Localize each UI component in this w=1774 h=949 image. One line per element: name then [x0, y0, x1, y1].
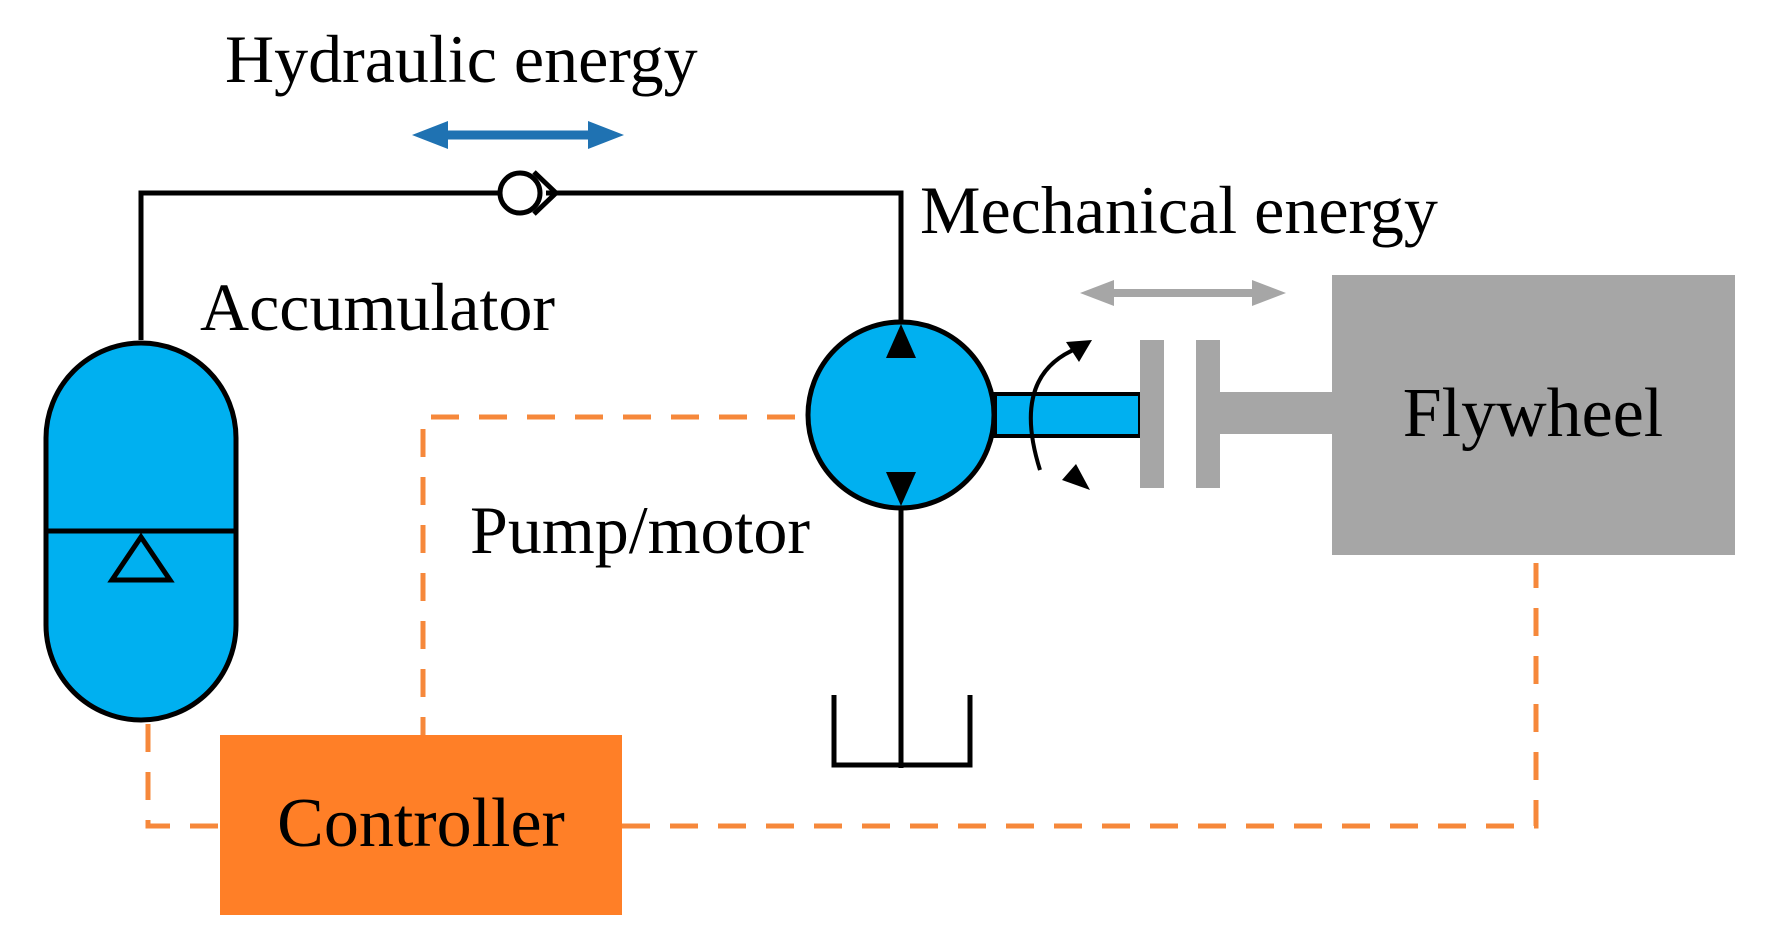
bidirectional-rotation-icon	[1028, 340, 1092, 490]
controller-label: Controller	[277, 785, 565, 862]
tank-icon	[831, 505, 973, 768]
hydraulic-line	[138, 190, 904, 340]
pump-motor-label: Pump/motor	[470, 492, 810, 568]
pump-motor-icon	[805, 319, 997, 511]
control-signal-lines	[145, 414, 1539, 829]
accumulator-label: Accumulator	[200, 269, 555, 345]
controller-block: Controller	[220, 735, 622, 915]
mechanical-energy-label: Mechanical energy	[920, 172, 1438, 248]
check-valve-icon	[497, 170, 560, 216]
hydraulic-energy-label: Hydraulic energy	[225, 21, 698, 97]
pump-shaft	[993, 392, 1142, 438]
accumulator-icon	[43, 340, 239, 723]
flywheel-label: Flywheel	[1403, 375, 1664, 452]
mechanical-energy-arrow	[1080, 280, 1286, 306]
flywheel-block: Flywheel	[1332, 275, 1735, 555]
clutch-icon	[1140, 340, 1332, 488]
hydraulic-energy-arrow	[412, 121, 624, 149]
